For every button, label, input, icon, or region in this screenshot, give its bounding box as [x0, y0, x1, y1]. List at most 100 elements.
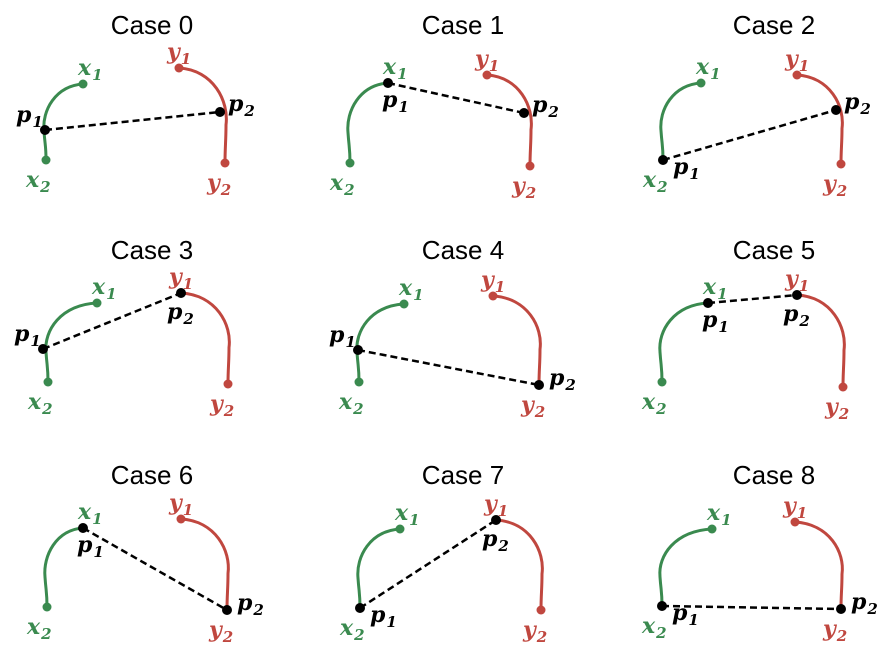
y2-label: y2 — [511, 173, 536, 202]
y1-label: y1 — [483, 491, 508, 520]
p1-point — [353, 345, 363, 355]
green-arc — [658, 527, 713, 607]
y1-endpoint — [792, 70, 802, 80]
p2-point — [534, 380, 544, 390]
red-arc — [495, 518, 544, 611]
case-title: Case 3 — [111, 235, 193, 265]
p2-label: p2 — [783, 301, 810, 330]
p2-label: p2 — [549, 365, 576, 394]
green-arc — [42, 82, 84, 161]
p2-point — [836, 604, 846, 614]
x1-endpoint — [399, 299, 409, 309]
p2-point — [222, 605, 232, 615]
y1-endpoint — [790, 517, 800, 527]
x2-label: x2 — [27, 389, 53, 418]
x1-label: x1 — [382, 54, 408, 83]
p2-label: p2 — [482, 526, 509, 555]
x1-label: x1 — [398, 275, 424, 304]
p2-label: p2 — [844, 89, 871, 118]
x2-label: x2 — [338, 389, 364, 418]
case-title: Case 2 — [733, 10, 815, 40]
y1-endpoint — [174, 63, 184, 73]
p1-label: p1 — [329, 322, 356, 351]
x2-label: x2 — [641, 613, 667, 642]
y2-label: y2 — [822, 616, 847, 645]
y2-endpoint — [220, 158, 230, 168]
green-arc — [346, 81, 389, 164]
green-arc — [659, 81, 702, 161]
p1-p2-segment — [82, 526, 228, 612]
green-arc — [44, 301, 98, 383]
x1-label: x1 — [91, 274, 117, 303]
x2-label: x2 — [26, 614, 52, 643]
p2-point — [491, 515, 501, 525]
y2-endpoint — [525, 161, 535, 171]
y2-label: y2 — [209, 391, 234, 420]
p2-label: p2 — [167, 299, 194, 328]
case-title: Case 8 — [733, 460, 815, 490]
p1-p2-segment — [707, 293, 798, 305]
y2-endpoint — [836, 159, 846, 169]
p1-p2-segment — [387, 81, 525, 115]
y2-label: y2 — [822, 171, 847, 200]
x1-label: x1 — [77, 55, 103, 84]
y2-label: y2 — [522, 617, 547, 646]
green-arc — [355, 302, 405, 383]
case-title: Case 4 — [422, 235, 504, 265]
x1-endpoint — [696, 78, 706, 88]
x1-label: x1 — [702, 274, 728, 303]
x1-endpoint — [78, 79, 88, 89]
green-arc — [356, 527, 401, 609]
x1-endpoint — [707, 524, 717, 534]
p1-p2-segment — [662, 108, 837, 162]
p1-point — [383, 78, 393, 88]
x2-endpoint — [345, 158, 355, 168]
p1-point — [38, 344, 48, 354]
y1-endpoint — [488, 291, 498, 301]
case-title: Case 6 — [111, 460, 193, 490]
green-arc — [658, 301, 709, 383]
p1-point — [657, 601, 667, 611]
red-arc — [180, 517, 230, 611]
p1-label: p1 — [702, 307, 729, 336]
p1-point — [355, 603, 365, 613]
p1-p2-segment — [42, 291, 182, 351]
x2-label: x2 — [642, 167, 668, 196]
y2-endpoint — [838, 382, 848, 392]
p1-p2-segment — [359, 518, 497, 610]
p2-label: p2 — [228, 91, 255, 120]
case-title: Case 5 — [733, 235, 815, 265]
y1-label: y1 — [784, 266, 809, 295]
p2-point — [792, 290, 802, 300]
x2-endpoint — [657, 377, 667, 387]
p1-label: p1 — [673, 154, 700, 183]
y2-endpoint — [223, 379, 233, 389]
x2-endpoint — [354, 377, 364, 387]
p2-point — [519, 108, 529, 118]
p1-point — [40, 125, 50, 135]
x2-label: x2 — [339, 615, 365, 644]
p2-label: p2 — [237, 590, 264, 619]
y1-label: y1 — [782, 493, 807, 522]
p1-point — [703, 298, 713, 308]
p1-label: p1 — [77, 532, 104, 561]
y1-label: y1 — [480, 267, 505, 296]
p1-p2-segment — [44, 110, 221, 132]
y1-endpoint — [482, 70, 492, 80]
p2-point — [176, 288, 186, 298]
x1-label: x1 — [695, 54, 721, 83]
x2-label: x2 — [641, 389, 667, 418]
x2-endpoint — [43, 377, 53, 387]
case-title: Case 0 — [111, 10, 193, 40]
p1-point — [78, 523, 88, 533]
x2-endpoint — [42, 602, 52, 612]
y2-label: y2 — [208, 617, 233, 646]
y1-label: y1 — [168, 264, 193, 293]
y1-label: y1 — [168, 490, 193, 519]
